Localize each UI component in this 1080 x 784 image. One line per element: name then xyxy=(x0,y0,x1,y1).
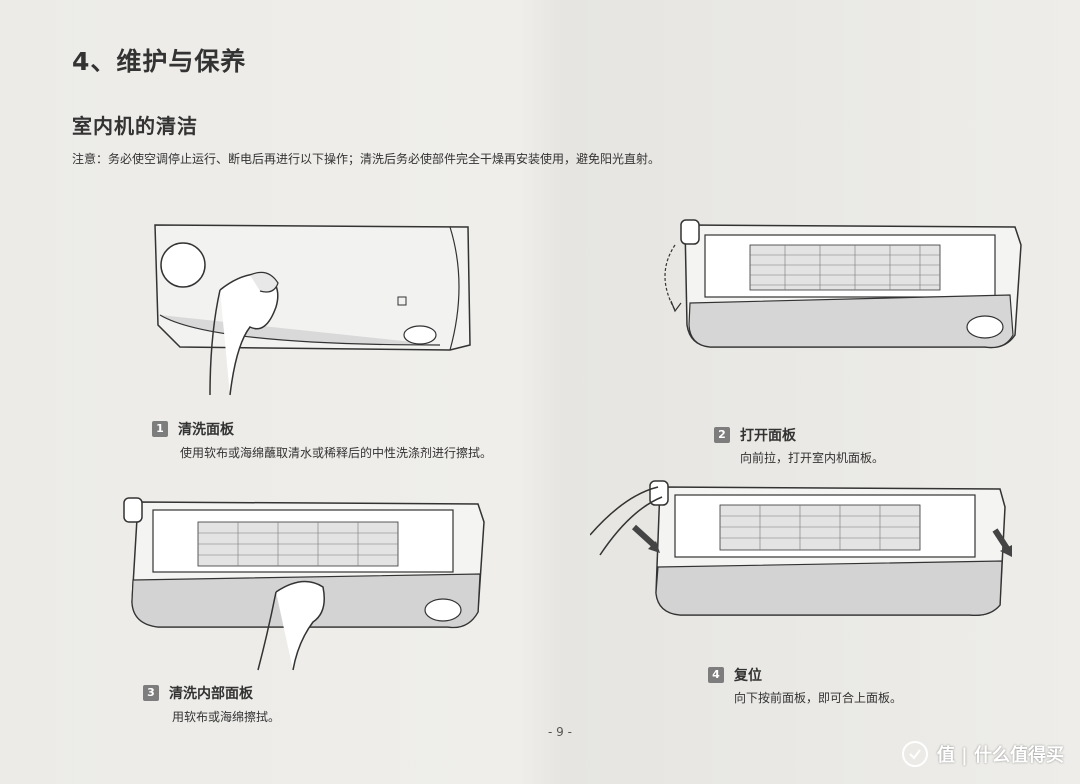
step-1-heading: 1 清洗面板 xyxy=(152,419,234,439)
step-1-title: 清洗面板 xyxy=(178,422,234,438)
step-4-desc: 向下按前面板，即可合上面板。 xyxy=(734,691,903,705)
step-1-desc: 使用软布或海绵蘸取清水或稀释后的中性洗涤剂进行擦拭。 xyxy=(180,446,493,460)
step-3-desc: 用软布或海绵擦拭。 xyxy=(172,710,281,724)
step-1-number: 1 xyxy=(152,421,168,437)
step-4-number: 4 xyxy=(708,667,724,683)
close-panel-illustration xyxy=(590,480,1012,617)
watermark-logo-icon xyxy=(901,741,928,767)
watermark-text: 值 | 什么值得买 xyxy=(936,745,1064,766)
step-4-title: 复位 xyxy=(734,668,762,684)
step-4-heading: 4 复位 xyxy=(708,665,762,685)
step-3-heading: 3 清洗内部面板 xyxy=(143,683,253,703)
clean-inner-panel-illustration xyxy=(123,497,485,671)
step-2-title: 打开面板 xyxy=(740,428,796,444)
step-2-number: 2 xyxy=(714,427,730,443)
step-2-heading: 2 打开面板 xyxy=(714,425,796,445)
step-3-title: 清洗内部面板 xyxy=(169,686,253,702)
watermark: 值 | 什么值得买 xyxy=(901,740,1064,768)
page-number: - 9 - xyxy=(548,725,572,739)
step-3-number: 3 xyxy=(143,685,159,701)
heading: 4、维护与保养 xyxy=(72,47,247,76)
section-title: 室内机的清洁 xyxy=(72,114,198,138)
open-panel-illustration xyxy=(664,219,1022,349)
step-2-desc: 向前拉，打开室内机面板。 xyxy=(740,451,885,465)
indoor-unit-wipe-illustration xyxy=(154,224,471,396)
safety-note: 注意：务必使空调停止运行、断电后再进行以下操作；清洗后务必使部件完全干燥再安装使… xyxy=(72,152,661,166)
